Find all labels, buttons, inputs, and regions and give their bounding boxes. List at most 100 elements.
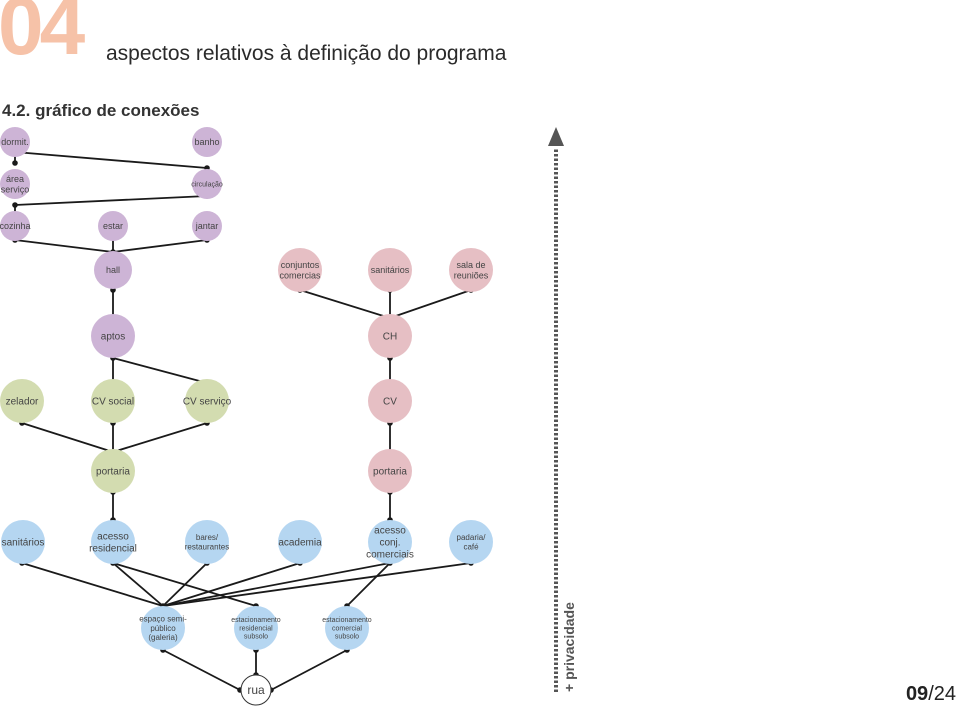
node-label: circulação — [191, 181, 223, 188]
node-circle — [91, 520, 135, 564]
connection-line — [14, 195, 208, 206]
node-label: reuniões — [454, 270, 489, 280]
page-total: /24 — [928, 683, 956, 705]
node-label: café — [463, 543, 479, 552]
connection-dot — [12, 160, 18, 166]
node-circle — [368, 379, 412, 423]
node-label: conjuntos — [281, 260, 320, 270]
node-circle — [91, 379, 135, 423]
node-circle — [94, 251, 132, 289]
node-label: comercias — [279, 270, 321, 280]
node-label: conj. — [379, 538, 400, 549]
node-label: dormit. — [1, 137, 29, 147]
node-label: sanitários — [2, 538, 45, 549]
node-zelador: zelador — [0, 379, 44, 423]
connection-line — [162, 562, 301, 607]
connection-line — [299, 289, 391, 319]
node-circle — [1, 520, 45, 564]
node-label: academia — [278, 538, 322, 549]
connection-line — [112, 562, 164, 607]
node-label: jantar — [195, 221, 219, 231]
node-circle — [278, 520, 322, 564]
node-circle — [368, 449, 412, 493]
axis-arrowhead — [548, 127, 564, 146]
node-label: portaria — [96, 467, 130, 478]
node-label: subsolo — [335, 634, 359, 641]
section-title: 4.2. gráfico de conexões — [2, 101, 200, 120]
node-label: público — [150, 624, 176, 633]
node-circle — [449, 248, 493, 292]
connection-line — [21, 562, 164, 607]
node-banho: banho — [192, 127, 222, 157]
connection-line — [162, 562, 472, 607]
node-cv-servico: CV serviço — [183, 379, 232, 423]
page-current: 09 — [905, 683, 929, 705]
node-ch: CH — [368, 314, 412, 358]
node-circle — [368, 520, 412, 564]
connection-line — [270, 649, 348, 691]
node-label: restaurantes — [185, 543, 229, 552]
node-label: sala de — [456, 260, 485, 270]
node-label: bares/ — [196, 533, 219, 542]
connection-line — [346, 562, 391, 607]
node-label: zelador — [6, 397, 39, 408]
node-label: acesso — [97, 532, 129, 543]
node-estar: estar — [98, 211, 128, 241]
connection-line — [112, 239, 208, 253]
node-label: residencial — [89, 543, 137, 554]
node-dormit: dormit. — [0, 127, 30, 157]
node-circle — [185, 520, 229, 564]
node-label: hall — [106, 265, 120, 275]
node-circle — [91, 449, 135, 493]
node-label: subsolo — [244, 634, 268, 641]
node-label: CV serviço — [183, 397, 232, 408]
node-padaria: padaria/café — [449, 520, 493, 564]
node-circle — [449, 520, 493, 564]
node-label: aptos — [101, 332, 125, 343]
node-circle — [98, 211, 128, 241]
connection-line — [14, 151, 208, 169]
node-cozinha: cozinha — [0, 211, 31, 241]
connection-dot — [12, 202, 18, 208]
node-label: portaria — [373, 467, 407, 478]
node-circle — [192, 169, 222, 199]
node-bares: bares/restaurantes — [185, 520, 229, 564]
node-label: rua — [247, 683, 265, 697]
node-sanitarios-bottom: sanitários — [1, 520, 45, 564]
node-label: cozinha — [0, 221, 31, 231]
node-circle — [185, 379, 229, 423]
node-label: (galeria) — [148, 633, 178, 642]
connection-line — [112, 357, 208, 384]
node-circle — [368, 248, 412, 292]
node-circle — [91, 314, 135, 358]
node-circle — [141, 606, 185, 650]
connection-lines — [14, 151, 472, 691]
node-circle — [240, 674, 272, 706]
node-circle — [192, 127, 222, 157]
page-number: 09/24 — [906, 683, 956, 706]
node-circle — [278, 248, 322, 292]
node-label: CH — [383, 332, 397, 343]
node-label: espaço semi- — [139, 614, 187, 623]
node-hall: hall — [94, 251, 132, 289]
node-sanitarios-top: sanitários — [368, 248, 412, 292]
node-label: comercial — [332, 625, 362, 632]
node-label: serviço — [1, 184, 30, 194]
node-label: padaria/ — [457, 533, 487, 542]
node-cv-social: CV social — [91, 379, 135, 423]
connection-line — [162, 562, 391, 607]
privacy-axis: + privacidade — [548, 127, 577, 692]
node-rua: rua — [240, 674, 272, 706]
node-circle — [0, 127, 30, 157]
node-label: sanitários — [371, 265, 410, 275]
node-circle — [368, 314, 412, 358]
node-circle — [192, 211, 222, 241]
